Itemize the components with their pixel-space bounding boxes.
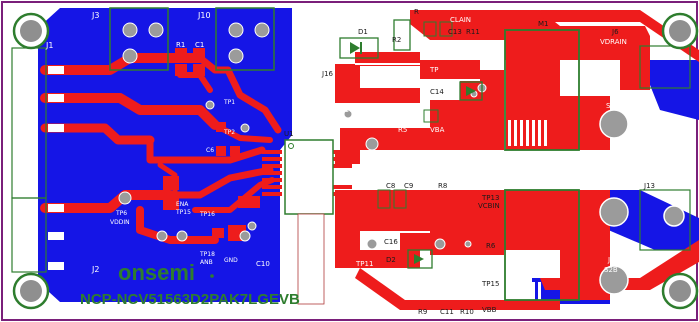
right-small-pads [343,83,487,250]
j10-label: J10 [197,11,211,20]
tp15-label: TP15 [481,280,499,288]
r5-label: R5 [398,126,407,134]
c11-label: C11 [440,308,454,316]
tp-mid-label: TP [429,66,439,74]
right-silk-misc [377,21,453,209]
left-test-points [118,100,257,242]
r9-label: R9 [418,308,427,316]
d1-label: D1 [358,28,368,36]
gnd-label: GND [224,257,238,264]
vcbin-label: VCBIN [478,202,500,210]
vba-label: VBA [430,126,445,134]
c8-label: C8 [386,182,395,190]
tp13-label: TP13 [481,194,499,202]
r11-label: R11 [466,28,480,36]
tp16-net-label: ENA [176,201,189,208]
r-top-label: R [414,8,419,16]
r1-label: R1 [176,41,185,49]
j3-label: J3 [91,11,99,20]
u1-keepout [297,213,325,305]
tp10-label: TP10 [335,106,353,114]
d2-label: D2 [386,256,396,264]
c9-label: C9 [404,182,413,190]
m1-outline [504,29,580,151]
u1-label: U1 [284,130,294,138]
u1-body [284,139,334,215]
j7-label: J7 [611,92,619,100]
right-large-pads [599,109,685,295]
c16-label: C16 [384,238,398,246]
right-top-blue-pour [640,60,699,120]
right-connector-outlines [639,45,691,251]
right-labels: D1 R2 R C13 R11 CLAIN J16 TP C14 R5 VBA … [321,8,655,316]
j8-label: J8 [607,256,615,264]
vbb-label: VBB [482,306,497,314]
c1-label: C1 [195,41,204,49]
j13-label: J13 [643,182,655,190]
j3-outline [109,7,169,71]
mosfet-leads [508,120,547,300]
s2a-label: S2A [606,102,620,110]
c14-label: C14 [430,88,444,96]
r2-label: R2 [392,36,401,44]
tp18-net-label: ANB [200,259,213,266]
brand-logo: onsemi [118,260,195,285]
right-top-copper [335,10,699,164]
m1-label: M1 [538,20,549,28]
mounting-holes [12,12,699,310]
j2-label: J2 [91,265,99,274]
tp1-label: TP1 [223,99,235,106]
r8-label: R8 [438,182,447,190]
r7-label: R7 [476,150,485,158]
s2b-label: S2B [604,266,618,274]
tp15-left-label: TP15 [175,209,191,216]
tp18-label: TP18 [199,251,215,258]
left-labels: J3 J10 J1 J2 R1 C1 TP1 TP2 TP6 VDDIN TP1… [45,11,294,274]
tp11-label: TP11 [355,260,373,268]
c10-label: C10 [256,260,270,268]
m2-outline [504,189,580,301]
j6-label: J6 [611,28,619,36]
j1-label: J1 [45,41,53,50]
tp6-net-label: VDDIN [110,219,130,226]
c6-label: C6 [206,147,214,154]
right-bottom-copper [335,190,699,310]
r10-label: R10 [460,308,474,316]
j16-label: J16 [321,70,334,78]
tp2-label: TP2 [223,129,235,136]
diode-symbols [350,42,476,264]
c5-label: C5 [454,150,463,158]
tp6-label: TP6 [115,210,127,217]
j10-outline [215,7,275,71]
j3-j10-pads [122,22,270,64]
diode-outlines [339,19,483,269]
clain-label: CLAIN [450,16,471,24]
u1-pin1-marker [288,143,294,149]
r6-label: R6 [486,242,496,250]
j1-j2-pins [48,66,64,270]
tp16-label: TP16 [199,211,215,218]
brand-logo-mark [210,274,214,278]
part-number: NCP-NCV51563D2PAK7LGEVB [80,291,300,308]
vdrain-label: VDRAIN [600,38,627,46]
c13-label: C13 [448,28,462,36]
